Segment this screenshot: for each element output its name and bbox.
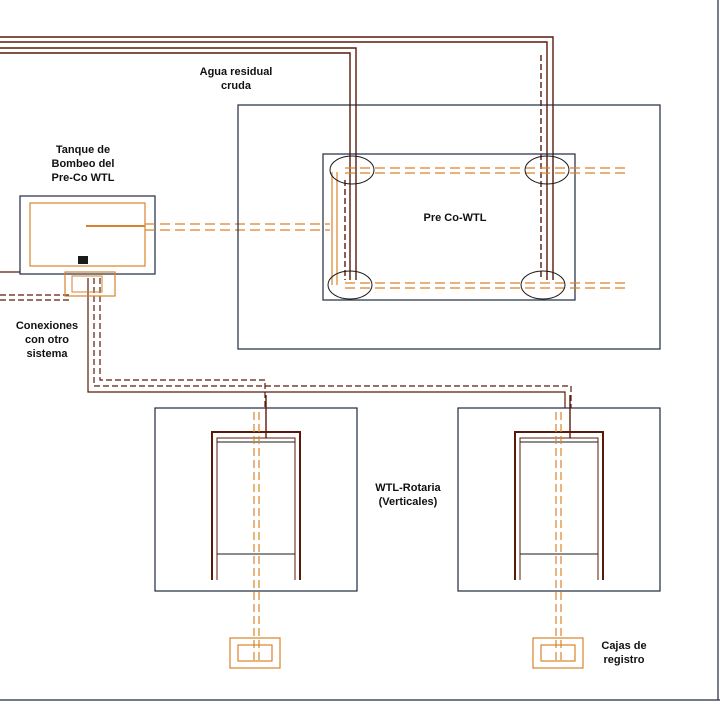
pump-tank-label-line2: Bombeo del (51, 158, 115, 170)
raw-water-label-line1: Agua residual (199, 66, 273, 78)
wtl-rotary-label-line2: (Verticales) (378, 496, 438, 508)
pump-tank-label-line1: Tanque de (55, 144, 111, 156)
registry-boxes-label-line2: registro (603, 654, 645, 666)
connections-label-line2: con otro (25, 334, 69, 346)
pre-co-wtl-unit (237, 104, 661, 350)
registry-boxes-label-line1: Cajas de (601, 640, 647, 652)
connections-label-line3: sistema (26, 348, 68, 360)
connections-label: Conexiones con otro sistema (0, 319, 94, 361)
raw-water-label: Agua residual cruda (188, 65, 284, 93)
wtl-rotary-left (154, 395, 358, 660)
registry-boxes-label: Cajas de registro (588, 639, 660, 667)
wtl-rotary-right (457, 395, 661, 660)
registry-box-right (532, 637, 584, 669)
pump-tank-label: Tanque de Bombeo del Pre-Co WTL (35, 143, 131, 185)
pump-tank (19, 195, 156, 297)
pump-tank-label-line3: Pre-Co WTL (51, 172, 115, 184)
connections-label-line1: Conexiones (15, 320, 79, 332)
raw-water-label-line2: cruda (221, 80, 251, 92)
wtl-rotary-label: WTL-Rotaria (Verticales) (362, 481, 454, 509)
connection-pipes (0, 271, 572, 408)
pre-co-wtl-label: Pre Co-WTL (423, 212, 487, 224)
wtl-rotary-label-line1: WTL-Rotaria (375, 482, 441, 494)
registry-box-left (229, 637, 281, 669)
raw-water-main-pipes (0, 36, 554, 280)
